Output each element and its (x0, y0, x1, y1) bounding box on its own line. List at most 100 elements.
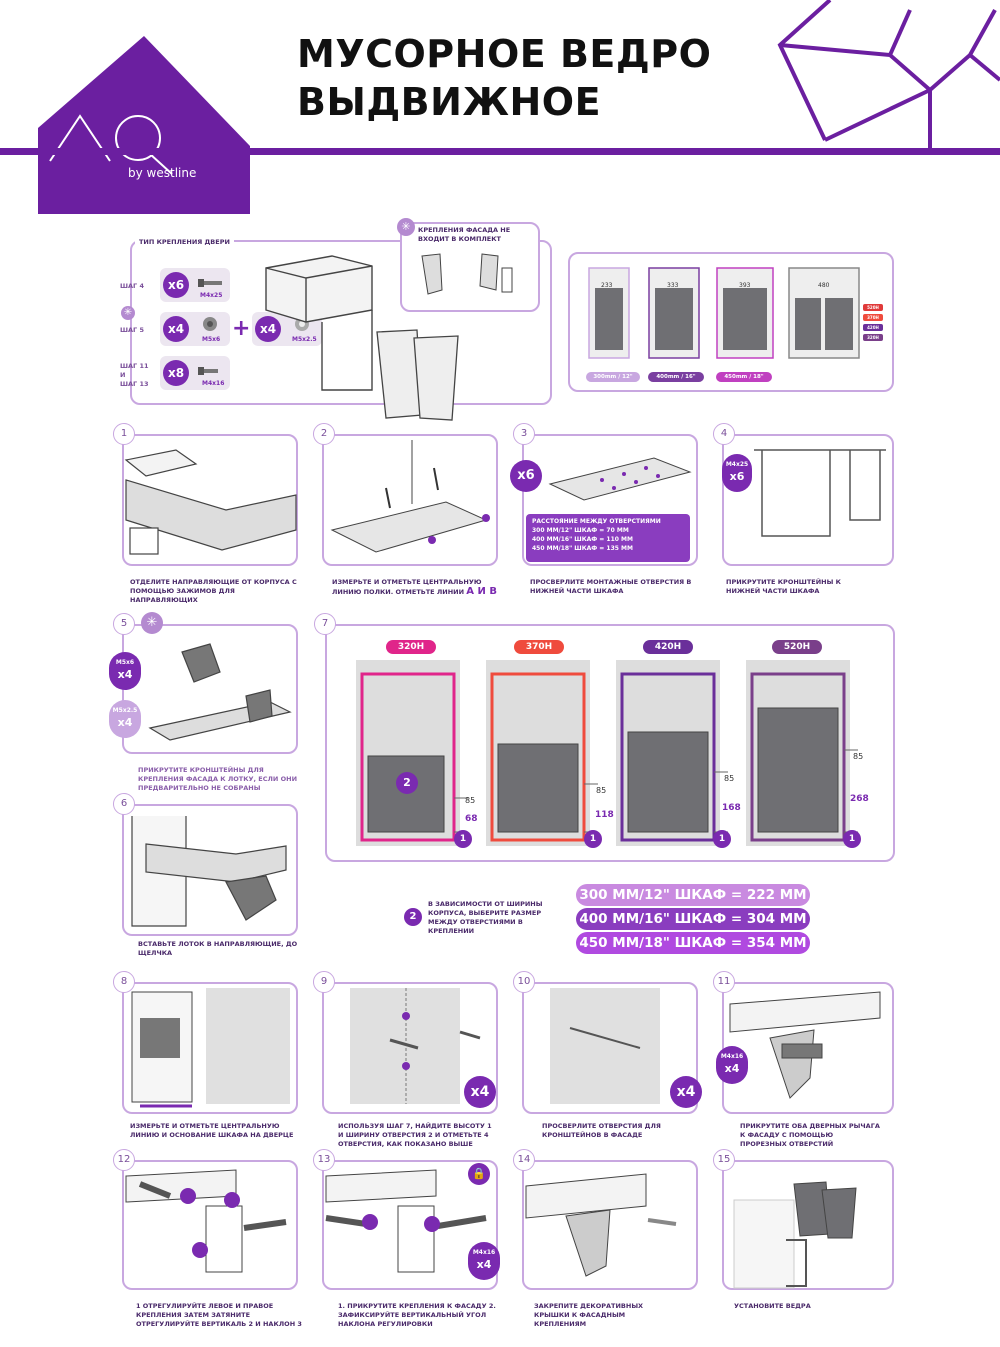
step-15-number: 15 (713, 1149, 735, 1171)
step-1-caption: ОТДЕЛИТЕ НАПРАВЛЯЮЩИЕ ОТ КОРПУСА С ПОМОЩ… (130, 578, 297, 604)
step-10-number: 10 (513, 971, 535, 993)
step-6-number: 6 (113, 793, 135, 815)
step-5-hw1: M5x6 x4 (109, 652, 141, 690)
step7-tag-520: 520H (772, 640, 822, 654)
height-tag-420: 420H (863, 324, 883, 331)
step-13-hw-qty: x4 (476, 1258, 492, 1271)
step-13-number: 13 (313, 1149, 335, 1171)
step7-dim-b-370: 118 (595, 810, 614, 820)
step-5-hw1-qty: x4 (117, 668, 133, 681)
lock-icon: 🔒 (468, 1163, 490, 1185)
step-label-a: ШАГ 4 (120, 282, 144, 290)
spacing-box-line1: 300 ММ/12" ШКАФ = 70 ММ (532, 527, 629, 534)
width-pill-300: 300 ММ/12" ШКАФ = 222 ММ (576, 884, 810, 906)
step-5-number: 5 (113, 613, 135, 635)
title-line-1: МУСОРНОЕ ВЕДРО (297, 32, 712, 76)
step-label-c-3: ШАГ 13 (120, 380, 149, 388)
step-3-qty: x6 (510, 460, 542, 492)
step-4-number: 4 (713, 423, 735, 445)
step-3-number: 3 (513, 423, 535, 445)
step-3-spacing-box: РАССТОЯНИЕ МЕЖДУ ОТВЕРСТИЯМИ 300 ММ/12" … (526, 514, 690, 562)
width-note-text: В ЗАВИСИМОСТИ ОТ ШИРИНЫ КОРПУСА, ВЫБЕРИТ… (428, 900, 543, 935)
size-label-400: 400mm / 16" (648, 372, 704, 382)
spacing-box-title: РАССТОЯНИЕ МЕЖДУ ОТВЕРСТИЯМИ (532, 518, 661, 525)
step7-dim-a-320: 85 (465, 796, 476, 805)
step7-tag-320: 320H (386, 640, 436, 654)
gear-icon: ✳ (121, 306, 135, 320)
hw4-qty: x8 (163, 360, 189, 386)
screw-icon (198, 279, 222, 287)
step-4-illustration (754, 449, 886, 537)
step-10-caption: ПРОСВЕРЛИТЕ ОТВЕРСТИЯ ДЛЯ КРОНШТЕЙНОВ В … (542, 1122, 661, 1139)
step-13-illustration (325, 1169, 487, 1273)
step7-dim-b-320: 68 (465, 814, 478, 824)
facade-bracket-illustration (421, 253, 513, 295)
step-2-illustration (330, 440, 490, 553)
step-6-caption: ВСТАВЬТЕ ЛОТОК В НАПРАВЛЯЮЩИЕ, ДО ЩЕЛЧКА (138, 940, 298, 957)
step7-tag-420: 420H (643, 640, 693, 654)
step7-marker-1-c: 1 (713, 830, 731, 848)
step-14-illustration (525, 1173, 677, 1277)
step-11-hw: M4x16 x4 (716, 1046, 748, 1084)
size-width-1: 233 (601, 282, 613, 289)
step-9-qty: x4 (464, 1076, 496, 1108)
size-width-2: 333 (667, 282, 679, 289)
step-10-qty: x4 (670, 1076, 702, 1108)
step-4-hw: M4x25 x6 (722, 454, 752, 492)
step-15-caption: УСТАНОВИТЕ ВЕДРА (734, 1302, 811, 1310)
step-13-hw-label: M4x16 (472, 1249, 496, 1256)
height-tag-370: 370H (863, 314, 883, 321)
hw4-label: M4x16 (202, 380, 225, 387)
hw1-qty: x6 (163, 272, 189, 298)
step-2-number: 2 (313, 423, 335, 445)
plus-sign: + (232, 316, 251, 341)
step-2-panel (322, 434, 498, 566)
step-4-hw-qty: x6 (729, 470, 745, 483)
step-11-hw-label: M4x16 (720, 1053, 744, 1060)
size-label-300: 300mm / 12" (586, 372, 640, 382)
step7-dim-a-520: 85 (853, 752, 864, 761)
step-5-illustration (148, 643, 292, 741)
step-5-hw2-qty: x4 (117, 716, 133, 729)
size-width-4: 480 (818, 282, 830, 289)
bolt-icon (203, 317, 217, 331)
step7-dim-b-420: 168 (722, 803, 741, 813)
hw2-label: M5x6 (202, 336, 221, 343)
step-11-number: 11 (713, 971, 735, 993)
step-4-panel (722, 434, 894, 566)
mount-type-label: ТИП КРЕПЛЕНИЯ ДВЕРИ (135, 238, 234, 247)
step-label-c-2: И (120, 371, 126, 379)
facade-note: КРЕПЛЕНИЯ ФАСАДА НЕ ВХОДИТ В КОМПЛЕКТ (418, 226, 511, 243)
step-5-caption: ПРИКРУТИТЕ КРОНШТЕЙНЫ ДЛЯ КРЕПЛЕНИЯ ФАСА… (138, 766, 298, 792)
step-5-hw2-label: M5x2.5 (112, 707, 138, 714)
step-2-caption: ИЗМЕРЬТЕ И ОТМЕТЬТЕ ЦЕНТРАЛЬНУЮ ЛИНИЮ ПО… (332, 578, 502, 597)
step-4-hw-label: M4x25 (725, 461, 749, 468)
bin-assembly-illustration (265, 255, 459, 421)
step-10-illustration (550, 988, 660, 1104)
header-bar (0, 148, 1000, 155)
step-1-illustration (124, 449, 297, 555)
gear-icon-2: ✳ (397, 218, 415, 236)
step-14-caption: ЗАКРЕПИТЕ ДЕКОРАТИВНЫХ КРЫШКИ К ФАСАДНЫМ… (534, 1302, 644, 1328)
size-label-450: 450mm / 18" (716, 372, 772, 382)
height-tag-520: 520H (863, 304, 883, 311)
width-pill-450: 450 ММ/18" ШКАФ = 354 ММ (576, 932, 810, 954)
step7-marker-2: 2 (396, 772, 418, 794)
step-5-hw1-label: M5x6 (115, 659, 135, 666)
hw3-qty: x4 (255, 316, 281, 342)
logo-subtitle: by westline (128, 166, 197, 180)
step7-marker-1-a: 1 (454, 830, 472, 848)
step-7-illustration (356, 660, 858, 846)
step-11-hw-qty: x4 (724, 1062, 740, 1075)
spacing-box-line2: 400 ММ/16" ШКАФ = 110 ММ (532, 536, 633, 543)
step-2-caption-text: ИЗМЕРЬТЕ И ОТМЕТЬТЕ ЦЕНТРАЛЬНУЮ ЛИНИЮ ПО… (332, 578, 482, 596)
step-12-number: 12 (113, 1149, 135, 1171)
step-14-number: 14 (513, 1149, 535, 1171)
step7-dim-a-370: 85 (596, 786, 607, 795)
step7-marker-1-b: 1 (584, 830, 602, 848)
step-1-number: 1 (113, 423, 135, 445)
step-3-caption: ПРОСВЕРЛИТЕ МОНТАЖНЫЕ ОТВЕРСТИЯ В НИЖНЕЙ… (530, 578, 692, 595)
geometric-decoration (777, 0, 1000, 148)
step-8-caption: ИЗМЕРЬТЕ И ОТМЕТЬТЕ ЦЕНТРАЛЬНУЮ ЛИНИЮ И … (130, 1122, 294, 1139)
step7-marker-1-d: 1 (843, 830, 861, 848)
